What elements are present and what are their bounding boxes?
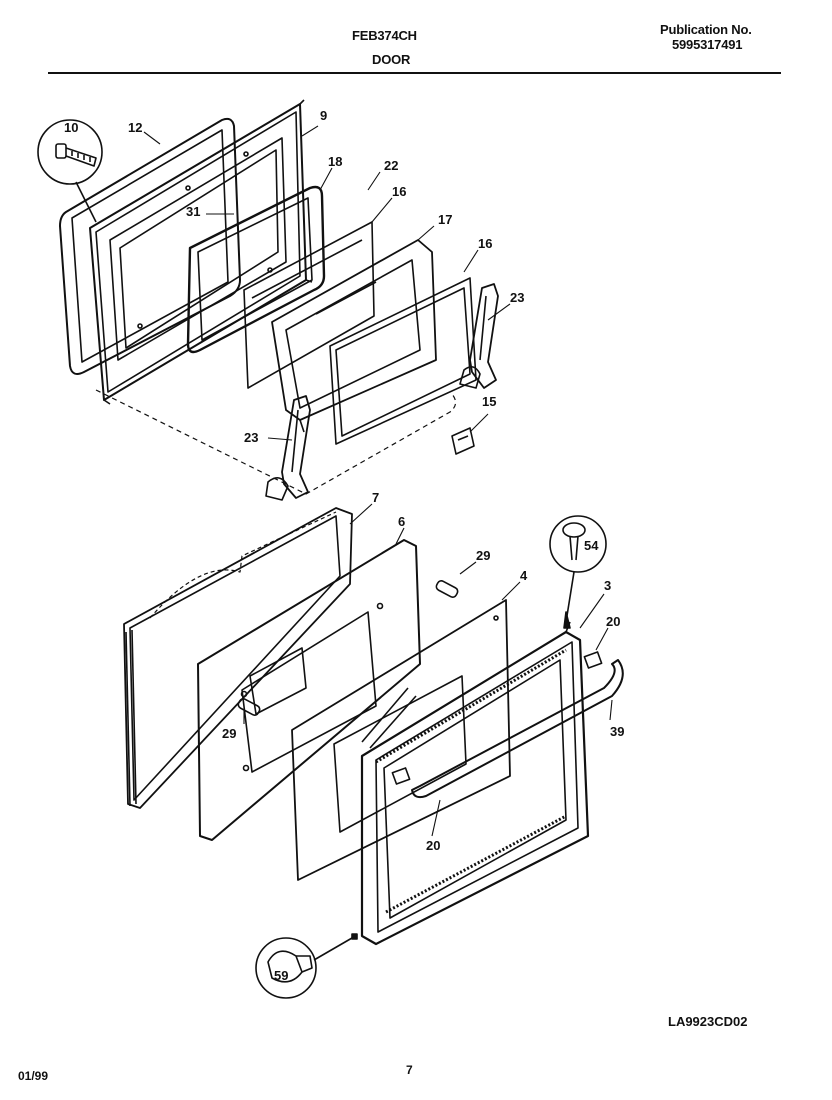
outer-door-frame (360, 621, 590, 946)
door-liner (197, 539, 421, 841)
callout-29: 29 (222, 726, 236, 741)
publication-label: Publication No. (660, 22, 752, 37)
door-gasket (59, 117, 241, 375)
callout-18: 18 (328, 154, 342, 169)
callout-15: 15 (482, 394, 496, 409)
section-title: DOOR (372, 52, 411, 67)
diagram-code: LA9923CD02 (668, 1014, 748, 1029)
door-bumper-left (237, 698, 261, 716)
footer-date: 01/99 (18, 1069, 49, 1083)
leader-lines (143, 125, 613, 837)
callout-59: 59 (274, 968, 288, 983)
callout-numbers: 10 12 9 18 22 16 31 17 16 23 15 23 7 6 2… (64, 108, 624, 983)
callout-54: 54 (584, 538, 599, 553)
door-handle (411, 659, 624, 799)
model-number: FEB374CH (352, 28, 417, 43)
screw-detail-54 (549, 515, 607, 629)
callout-7: 7 (372, 490, 379, 505)
inner-glass-frame (186, 185, 326, 354)
callout-12: 12 (128, 120, 142, 135)
screw-detail-10 (37, 119, 103, 223)
glass-pane-upper (243, 221, 375, 389)
callout-20: 20 (606, 614, 620, 629)
callout-29: 29 (476, 548, 490, 563)
door-insulation (123, 507, 353, 809)
page-number: 7 (406, 1063, 413, 1077)
callout-31: 31 (186, 204, 200, 219)
callout-23: 23 (244, 430, 258, 445)
door-hinge-right (459, 283, 499, 389)
callout-22: 22 (384, 158, 398, 173)
callout-16: 16 (392, 184, 406, 199)
handle-bracket-right (583, 651, 603, 669)
callout-17: 17 (438, 212, 452, 227)
callout-3: 3 (604, 578, 611, 593)
outer-door-glass (291, 599, 511, 881)
publication-number: 5995317491 (672, 37, 743, 52)
handle-bracket-left (391, 767, 411, 785)
screw-detail-59 (255, 933, 358, 999)
door-hinge-left (265, 395, 311, 501)
callout-23: 23 (510, 290, 524, 305)
top-edge-fragment: - - - - - - - (752, 0, 794, 4)
callout-20: 20 (426, 838, 440, 853)
assembly-guide-line (95, 389, 457, 495)
callout-39: 39 (610, 724, 624, 739)
header-rule (48, 72, 781, 74)
hinge-clip (451, 427, 475, 455)
callout-6: 6 (398, 514, 405, 529)
callout-10: 10 (64, 120, 78, 135)
door-bumper-right (435, 580, 459, 598)
callout-16: 16 (478, 236, 492, 251)
glass-pane-lower (329, 277, 477, 445)
callout-4: 4 (520, 568, 528, 583)
callout-9: 9 (320, 108, 327, 123)
